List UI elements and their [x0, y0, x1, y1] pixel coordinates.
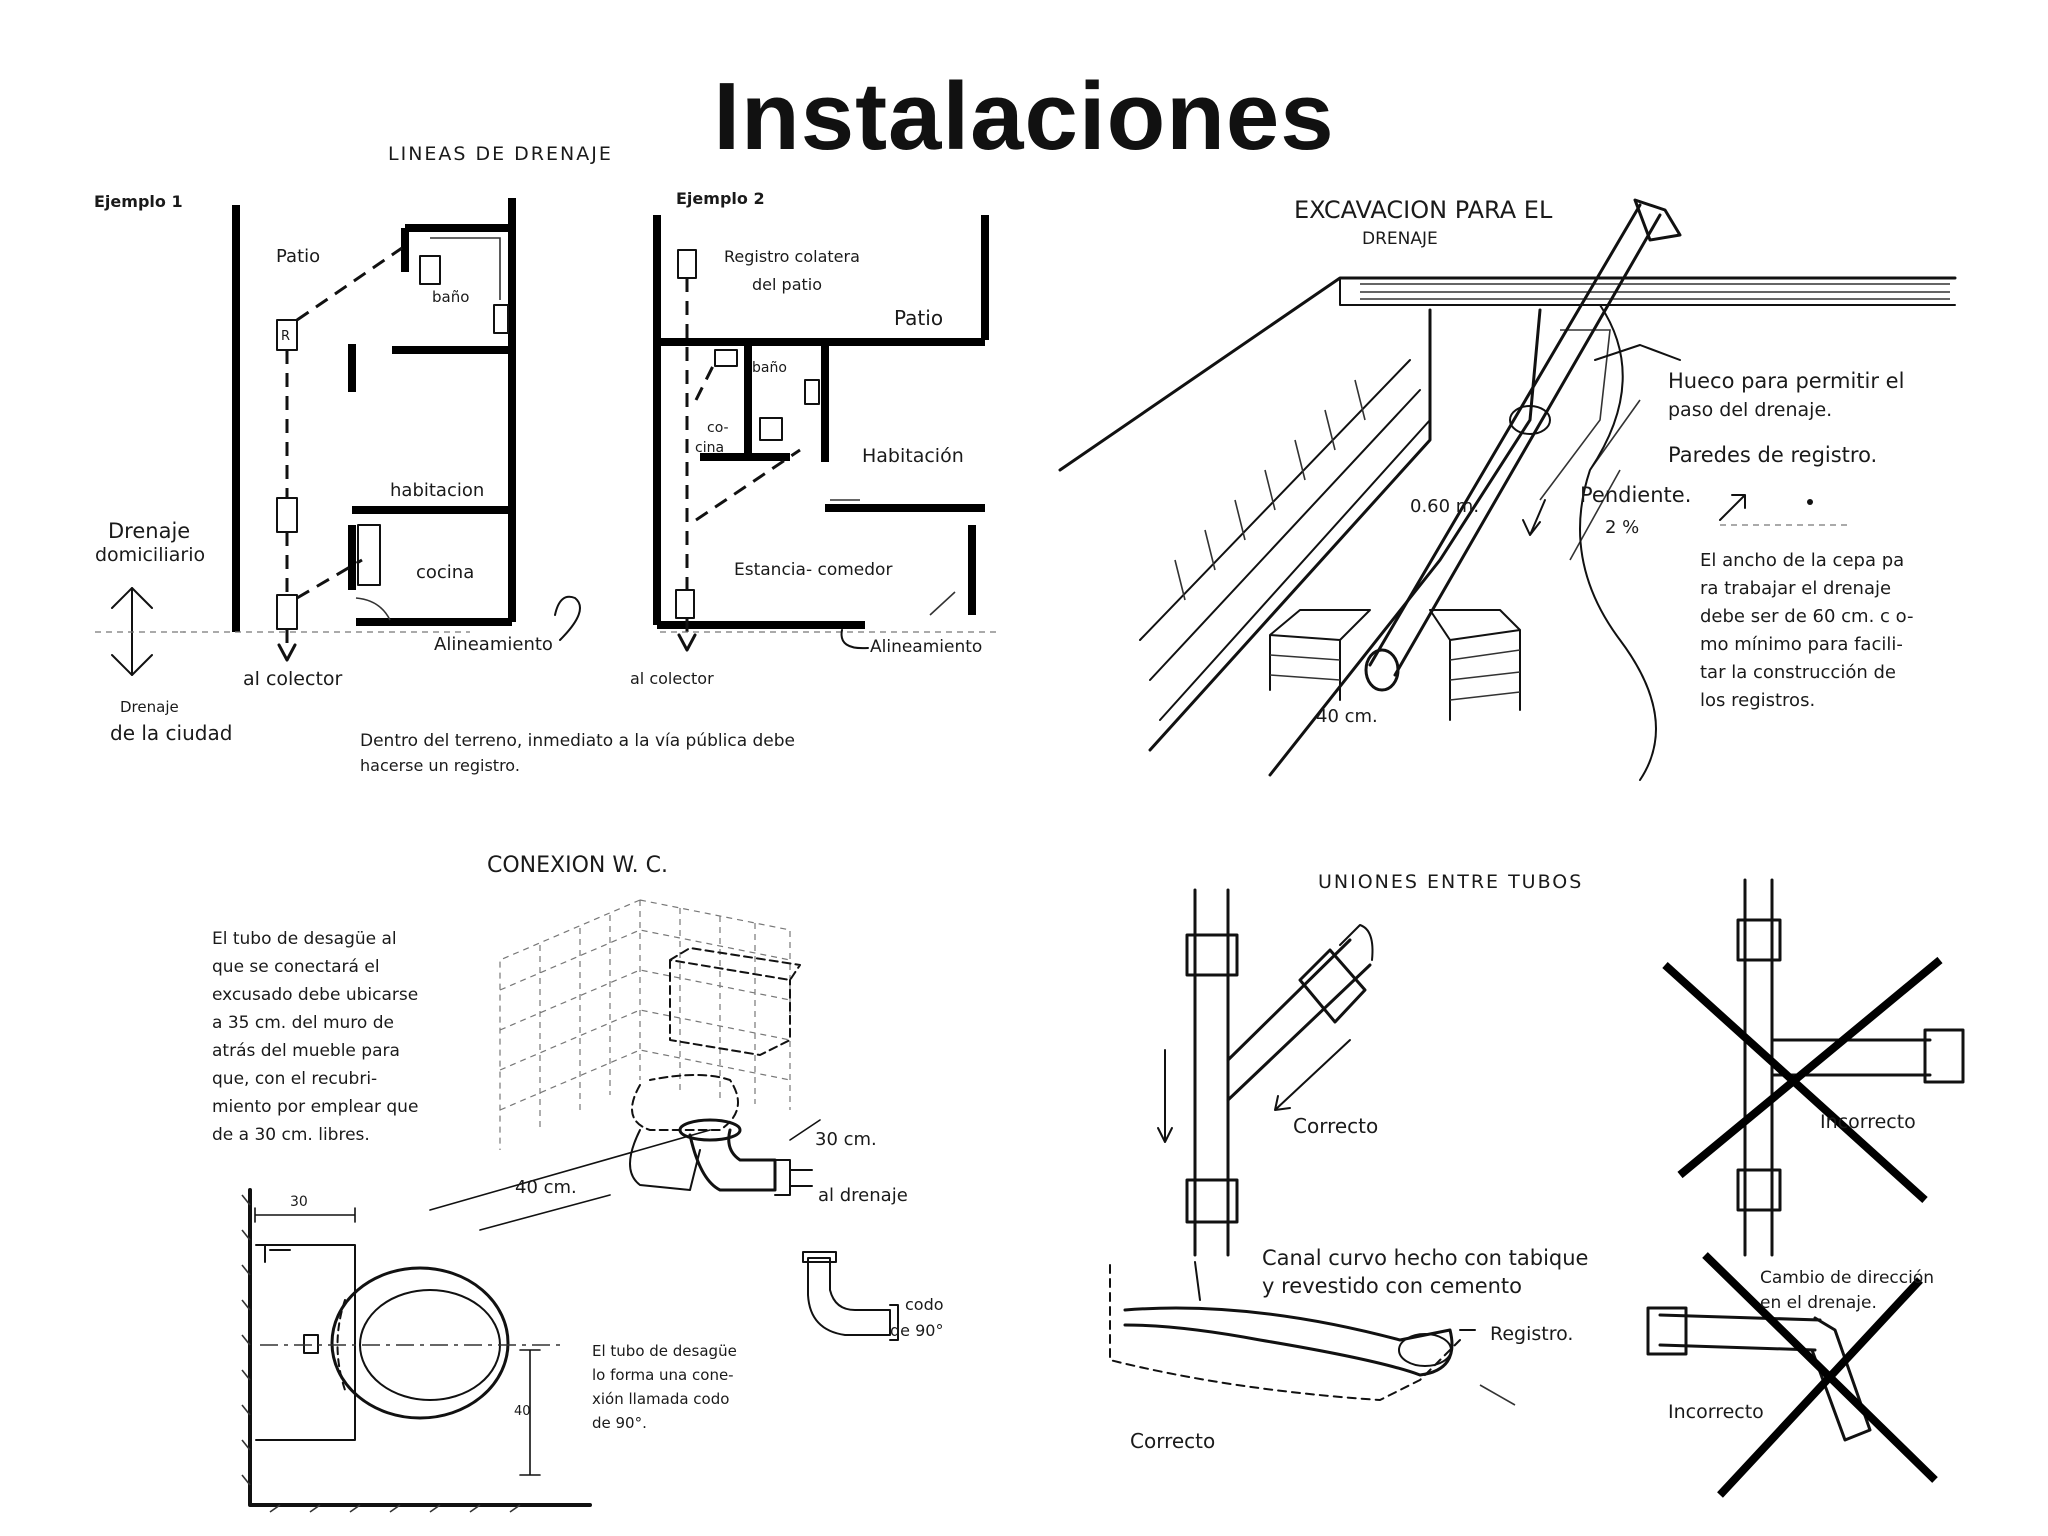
- example-2-label: Ejemplo 2: [676, 189, 765, 208]
- room-label-1: habitacion: [390, 480, 484, 501]
- pipe-opening-note-line2: paso del drenaje.: [1668, 399, 1832, 421]
- direction-change-note-line1: Cambio de dirección: [1760, 1268, 1934, 1288]
- to-collector-label-1: al colector: [243, 668, 343, 690]
- patio-register-label-line2: del patio: [752, 275, 822, 294]
- panel-excavation: EXCAVACION PARA EL DRENAJE: [1058, 196, 1957, 781]
- register-box-5: [675, 589, 695, 619]
- kitchen-label-1: cocina: [416, 562, 474, 583]
- incorrect-label-1: Incorrecto: [1820, 1111, 1916, 1133]
- incorrect-t-junction-drawing: [1662, 878, 1965, 1257]
- elbow-90-icon: [802, 1251, 899, 1341]
- trench-width-note-line4: mo mínimo para facili-: [1700, 634, 1903, 655]
- correct-label-2: Correcto: [1130, 1429, 1215, 1453]
- city-drain-label-line1: Drenaje: [120, 698, 179, 716]
- panel-drainage-lines: LINEAS DE DRENAJE Ejemplo 1 Ejemplo 2 Pa…: [94, 143, 1000, 775]
- width-40-label: 40 cm.: [1316, 706, 1378, 727]
- width-60-label: 0.60 m.: [1410, 496, 1479, 517]
- register-walls-note: Paredes de registro.: [1668, 443, 1877, 467]
- register-label: Registro.: [1490, 1323, 1573, 1345]
- patio-register-label-line1: Registro colatera: [724, 247, 860, 266]
- elbow-label-line1: codo: [905, 1295, 944, 1314]
- alignment-label-2: Alineamiento: [870, 637, 982, 657]
- panel-wc-connection: CONEXION W. C. El tubo de desagüe al que…: [212, 853, 944, 1513]
- trench-drawing: [1058, 198, 1957, 781]
- alignment-arrow-2: [840, 629, 869, 650]
- wc-plan-drawing: [241, 1188, 592, 1513]
- elbow-note-line1: El tubo de desagüe: [592, 1342, 737, 1360]
- wc-perspective-drawing: [429, 899, 821, 1231]
- wc-note-line5: atrás del mueble para: [212, 1041, 400, 1061]
- patio-label-2: Patio: [894, 306, 943, 330]
- elbow-label-line2: de 90°: [890, 1321, 943, 1340]
- example-1-label: Ejemplo 1: [94, 192, 183, 211]
- example-2-floor-plan: Registro colatera del patio Patio baño c…: [630, 215, 989, 688]
- trench-width-note-line3: debe ser de 60 cm. c o-: [1700, 606, 1913, 627]
- wc-note-line1: El tubo de desagüe al: [212, 929, 397, 949]
- home-drain-label-line1: Drenaje: [108, 519, 190, 543]
- direction-change-note-line2: en el drenaje.: [1760, 1293, 1877, 1313]
- wc-note-line2: que se conectará el: [212, 957, 380, 977]
- bathroom-label-1: baño: [432, 288, 469, 306]
- registry-note-line2: hacerse un registro.: [360, 756, 520, 775]
- updown-arrow-icon: [95, 587, 185, 676]
- slope-label: Pendiente.: [1580, 483, 1691, 507]
- drainage-lines-heading: LINEAS DE DRENAJE: [388, 143, 613, 165]
- kitchen-label-2-line1: co-: [707, 420, 729, 436]
- curved-channel-note-line2: y revestido con cemento: [1262, 1274, 1522, 1298]
- to-drain-label: al drenaje: [818, 1185, 908, 1206]
- excavation-heading-line1: EXCAVACION PARA EL: [1294, 196, 1553, 224]
- registry-note-line1: Dentro del terreno, inmediato a la vía p…: [360, 731, 795, 751]
- elbow-note-line2: lo forma una cone-: [592, 1366, 734, 1384]
- elbow-note-line3: xión llamada codo: [592, 1390, 729, 1408]
- home-drain-label-line2: domiciliario: [95, 544, 205, 566]
- patio-label-1: Patio: [276, 246, 320, 267]
- bathroom-label-2: baño: [752, 360, 787, 376]
- incorrect-label-2: Incorrecto: [1668, 1401, 1764, 1423]
- register-box-2: [276, 497, 298, 533]
- alignment-arrow-1: [554, 595, 581, 641]
- dim-40cm-label: 40 cm.: [515, 1177, 577, 1198]
- city-drain-label-line2: de la ciudad: [110, 721, 232, 745]
- incorrect-direction-change-drawing: [1646, 1252, 1938, 1498]
- trench-width-note-line5: tar la construcción de: [1700, 662, 1896, 683]
- to-collector-label-2: al colector: [630, 669, 714, 688]
- example-1-floor-plan: Patio baño habitacion cocina R al colect…: [232, 198, 516, 690]
- wc-note-line4: a 35 cm. del muro de: [212, 1013, 394, 1033]
- trench-width-note-line1: El ancho de la cepa pa: [1700, 550, 1904, 571]
- kitchen-label-2-line2: cina: [695, 440, 724, 456]
- pipe-opening-note-line1: Hueco para permitir el: [1668, 369, 1904, 393]
- cross-out-icon: [1662, 956, 1943, 1203]
- correct-label-1: Correcto: [1293, 1114, 1378, 1138]
- dim-30-label: 30: [290, 1194, 308, 1210]
- wc-connection-heading: CONEXION W. C.: [487, 853, 668, 878]
- dim-40-label: 40: [514, 1404, 531, 1419]
- cross-out-icon-2: [1702, 1252, 1938, 1498]
- living-dining-label: Estancia- comedor: [734, 560, 892, 580]
- trench-width-note-line2: ra trabajar el drenaje: [1700, 578, 1891, 599]
- pipe-joints-heading: UNIONES ENTRE TUBOS: [1318, 871, 1583, 893]
- room-label-2: Habitación: [862, 445, 964, 467]
- wc-note-line7: miento por emplear que: [212, 1097, 418, 1117]
- correct-y-junction-drawing: [1157, 888, 1374, 1257]
- wc-note-line8: de a 30 cm. libres.: [212, 1125, 370, 1145]
- wc-note-line3: excusado debe ubicarse: [212, 985, 418, 1005]
- register-label-r: R: [281, 329, 290, 344]
- register-box-3: [276, 594, 298, 630]
- curved-channel-note-line1: Canal curvo hecho con tabique: [1262, 1246, 1588, 1270]
- curved-channel-drawing: [1109, 1261, 1516, 1406]
- trench-width-note-line6: los registros.: [1700, 690, 1815, 711]
- slope-value: 2 %: [1605, 517, 1639, 538]
- alignment-label-1: Alineamiento: [434, 634, 553, 655]
- excavation-heading-line2: DRENAJE: [1362, 229, 1438, 249]
- elbow-note-line4: de 90°.: [592, 1414, 647, 1432]
- page-title: Instalaciones: [713, 63, 1335, 170]
- panel-pipe-joints: UNIONES ENTRE TUBOS Correcto Incorrecto: [1109, 871, 1965, 1498]
- wc-note-line6: que, con el recubri-: [212, 1069, 377, 1089]
- dim-30cm-label: 30 cm.: [815, 1129, 877, 1150]
- register-box-4: [677, 249, 697, 279]
